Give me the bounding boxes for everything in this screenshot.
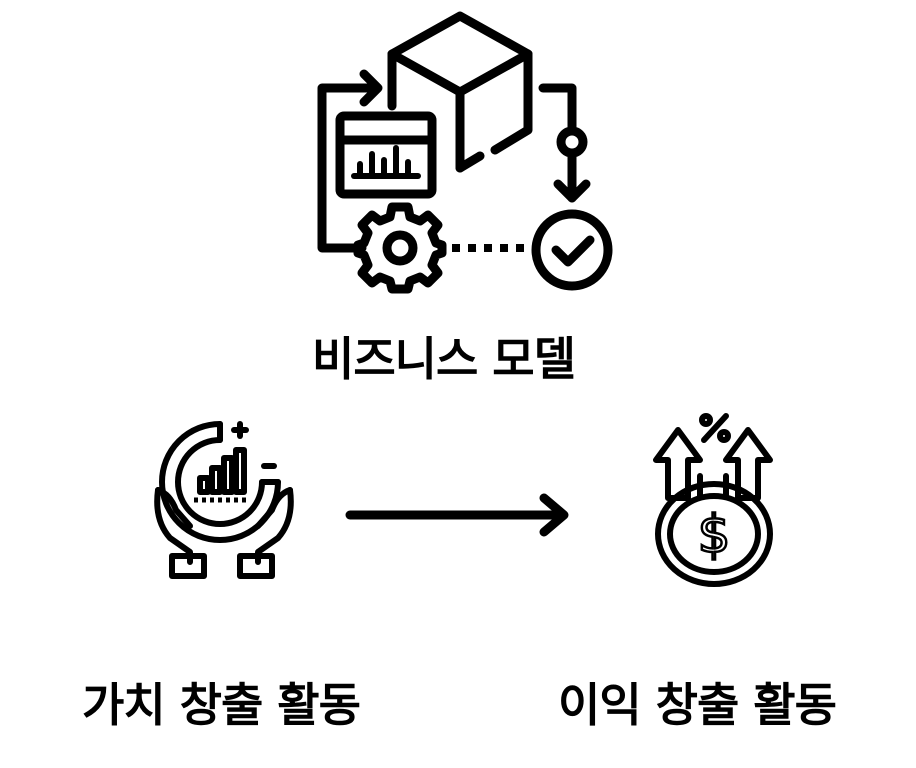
- loop-arrow-icon: [317, 69, 383, 253]
- chart-window-icon: [335, 111, 437, 199]
- business-model-icon: [317, 11, 613, 294]
- svg-text:$: $: [697, 505, 730, 565]
- cube-icon: [387, 11, 533, 173]
- coin-icon: $: [655, 481, 773, 587]
- hands-icon: [154, 487, 294, 579]
- percent-icon: [699, 413, 731, 443]
- left-label: 가치 창출 활동: [82, 678, 361, 732]
- up-arrows-icon: [653, 427, 773, 501]
- gear-icon: [353, 202, 447, 294]
- value-creation-icon: [154, 421, 294, 579]
- right-label: 이익 창출 활동: [558, 678, 837, 732]
- arrow-right-icon: [345, 493, 569, 537]
- profit-creation-icon: $: [653, 413, 773, 587]
- process-path-icon: [538, 83, 591, 203]
- top-label: 비즈니스 모델: [312, 332, 576, 386]
- bar-chart-icon: [194, 447, 248, 503]
- check-circle-icon: [531, 209, 613, 291]
